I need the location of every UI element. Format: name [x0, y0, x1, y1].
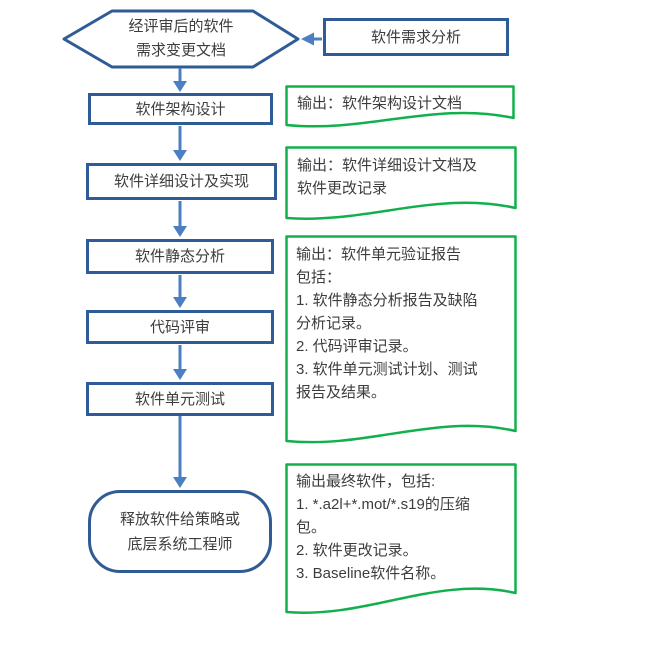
- code-review-node: 代码评审: [86, 310, 274, 344]
- output-doc3-shape: [285, 235, 517, 444]
- arrow-code-review-to-unit-test: [173, 345, 187, 380]
- arrow-down-icon: [173, 226, 187, 237]
- arrow-down-icon: [173, 81, 187, 92]
- document-shape: [285, 85, 515, 128]
- requirements-change-doc-node-shape: [62, 9, 300, 69]
- output-doc4-text: 输出最终软件，包括: 1. *.a2l+*.mot/*.s19的压缩 包。 2.…: [296, 473, 470, 582]
- arrow-detailed-design-to-static-analysis: [173, 201, 187, 237]
- arrow-hexagon-to-architecture: [173, 68, 187, 92]
- arrow-architecture-to-detailed-design: [173, 126, 187, 161]
- arrow-down-icon: [173, 150, 187, 161]
- arrow-left-icon: [301, 32, 314, 46]
- hexagon-shape: [62, 9, 300, 69]
- document-shape: [285, 463, 517, 614]
- arrow-unit-test-to-release: [173, 416, 187, 488]
- arrow-requirements-to-hexagon: [301, 32, 322, 46]
- requirements-change-doc-label: 经评审后的软件 需求变更文档: [128, 18, 234, 59]
- output-doc3-text: 输出：软件单元验证报告 包括： 1. 软件静态分析报告及缺陷 分析记录。 2. …: [296, 246, 478, 401]
- arrow-down-icon: [173, 369, 187, 380]
- detailed-design-node: 软件详细设计及实现: [86, 163, 277, 200]
- architecture-design-node: 软件架构设计: [88, 93, 273, 125]
- document-shape: [285, 146, 517, 220]
- output-doc2-shape: [285, 146, 517, 220]
- release-node: 释放软件给策略或 底层系统工程师: [88, 490, 272, 573]
- static-analysis-node: 软件静态分析: [86, 239, 274, 274]
- output-doc4-shape: [285, 463, 517, 614]
- arrow-static-analysis-to-code-review: [173, 275, 187, 308]
- arrow-down-icon: [173, 297, 187, 308]
- arrow-down-icon: [173, 477, 187, 488]
- output-doc2-text: 输出：软件详细设计文档及 软件更改记录: [297, 157, 478, 197]
- unit-test-node: 软件单元测试: [86, 382, 274, 416]
- document-shape: [285, 235, 517, 444]
- requirements-analysis-node: 软件需求分析: [323, 18, 509, 56]
- output-doc1-text: 输出：软件架构设计文档: [297, 95, 463, 112]
- output-doc1-shape: [285, 85, 515, 128]
